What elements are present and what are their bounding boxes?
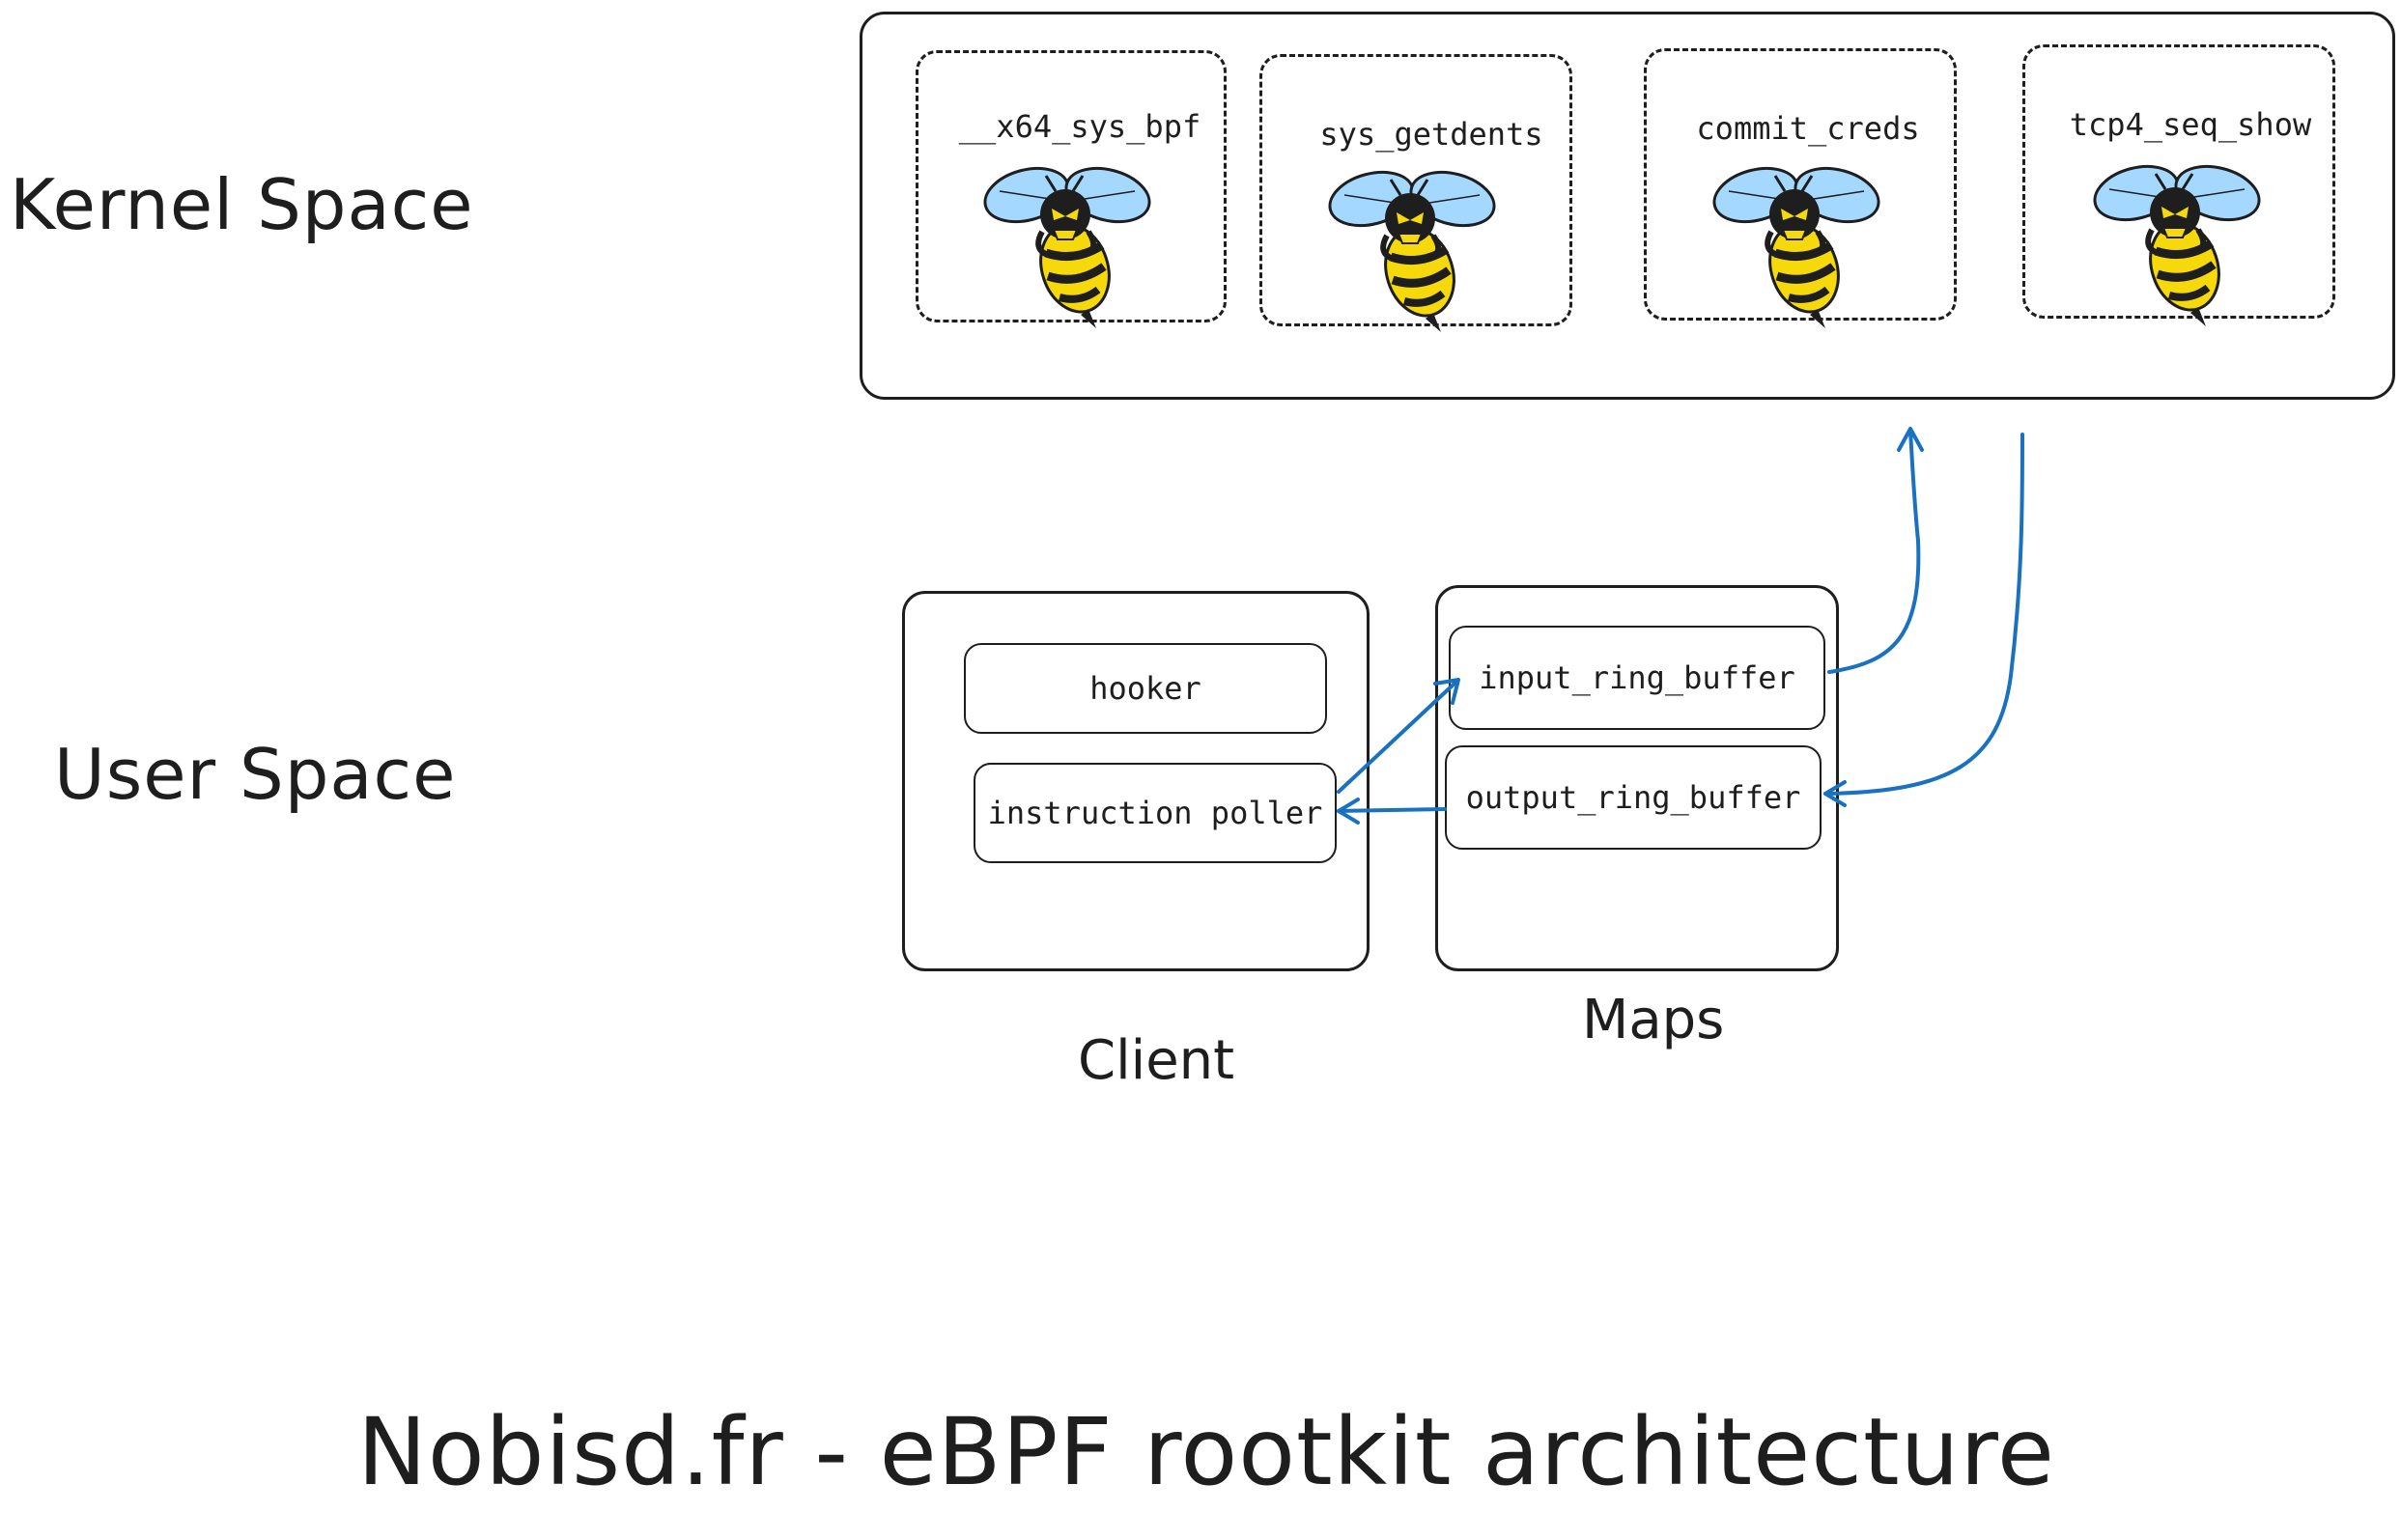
hook-box-tcp4-seq-show [2022,44,2335,319]
maps-label: Maps [1582,989,1725,1051]
arrow-kernel-to-output [1823,433,2024,796]
hook-label-sys-getdents: sys_getdents [1319,116,1543,153]
hook-label-x64-sys-bpf: __x64_sys_bpf [958,108,1201,145]
hook-label-tcp4-seq-show: tcp4_seq_show [2069,106,2312,143]
diagram-title: Nobisd.fr - eBPF rootkit architecture [357,1398,2055,1506]
kernel-space-container [860,12,2395,400]
kernel-space-label: Kernel Space [10,164,474,245]
output-ring-buffer-box: output_ring_buffer [1445,745,1822,850]
hook-box-sys-getdents [1259,54,1572,326]
client-label: Client [1078,1029,1235,1092]
instruction-poller-box: instruction poller [974,763,1337,863]
hooker-box: hooker [964,643,1327,734]
input-ring-buffer-box: input_ring_buffer [1449,626,1825,730]
hook-label-commit-creds: commit_creds [1696,110,1920,147]
hook-box-commit-creds [1644,48,1957,321]
arrow-input-to-kernel [1827,429,1921,674]
hook-box-x64-sys-bpf [916,50,1227,322]
user-space-label: User Space [54,734,457,815]
